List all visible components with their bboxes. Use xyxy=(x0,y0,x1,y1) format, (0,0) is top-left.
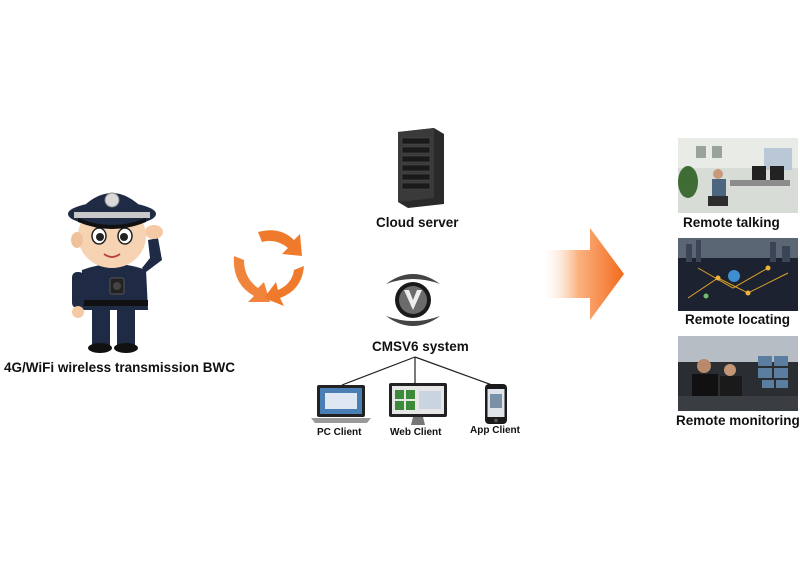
pc-client-label: PC Client xyxy=(317,427,362,438)
remote-talking-label: Remote talking xyxy=(683,215,780,230)
output-arrow-icon xyxy=(540,228,624,320)
client-connector-lines xyxy=(341,356,493,386)
server-icon xyxy=(398,128,444,208)
remote-locating-label: Remote locating xyxy=(685,312,791,327)
sync-arrows-icon xyxy=(233,230,304,306)
police-officer-illustration xyxy=(68,192,163,353)
remote-monitoring-photo xyxy=(678,336,798,411)
cmsv6-logo xyxy=(386,274,440,326)
laptop-icon xyxy=(311,385,371,423)
web-client-label: Web Client xyxy=(390,427,442,438)
remote-monitoring-label: Remote monitoring xyxy=(676,413,800,428)
cmsv6-label: CMSV6 system xyxy=(372,339,469,354)
officer-label: 4G/WiFi wireless transmission BWC xyxy=(4,360,235,375)
monitor-icon xyxy=(389,383,447,425)
remote-locating-photo xyxy=(678,238,798,313)
remote-talking-photo xyxy=(678,138,798,213)
app-client-label: App Client xyxy=(470,425,520,436)
cloud-server-label: Cloud server xyxy=(376,215,459,230)
smartphone-icon xyxy=(485,384,507,424)
